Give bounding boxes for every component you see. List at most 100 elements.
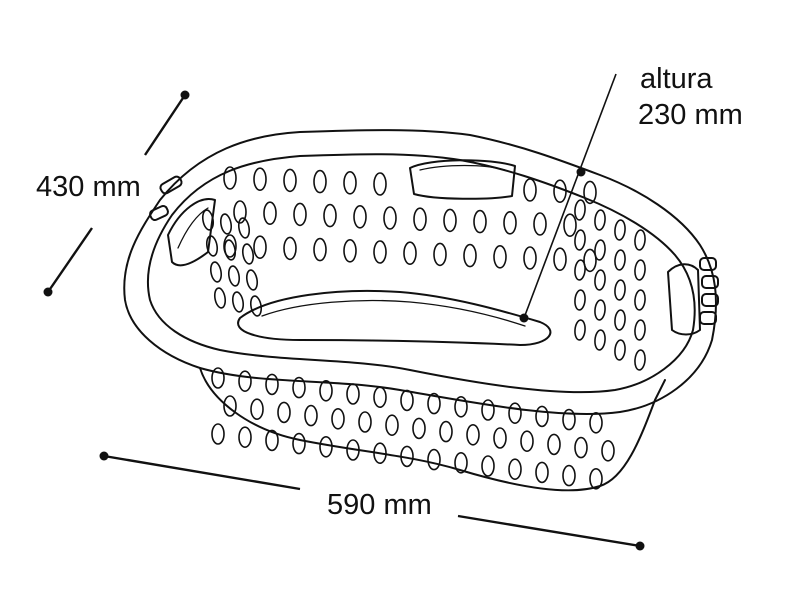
ventilation-hole <box>535 461 549 484</box>
right-rim-grip <box>701 275 719 289</box>
ventilation-hole <box>634 319 646 341</box>
ventilation-hole <box>523 178 537 202</box>
ventilation-hole <box>253 235 267 259</box>
ventilation-hole <box>238 370 252 393</box>
ventilation-hole <box>412 417 426 440</box>
ventilation-hole <box>209 261 223 283</box>
ventilation-hole <box>373 386 387 409</box>
ventilation-holes <box>201 166 646 490</box>
ventilation-hole <box>614 279 626 301</box>
ventilation-hole <box>634 229 646 251</box>
ventilation-hole <box>562 464 576 487</box>
ventilation-hole <box>574 319 586 341</box>
depth-label: 430 mm <box>36 171 141 203</box>
ventilation-hole <box>481 455 495 477</box>
basket-inner-rim <box>146 153 696 394</box>
ventilation-hole <box>223 239 237 261</box>
ventilation-hole <box>547 433 561 456</box>
ventilation-hole <box>473 209 487 234</box>
ventilation-hole <box>508 458 522 481</box>
ventilation-hole <box>223 166 237 190</box>
ventilation-hole <box>523 246 537 270</box>
ventilation-hole <box>237 217 251 239</box>
ventilation-hole <box>574 199 586 221</box>
width-dimension-line-left <box>103 454 301 491</box>
ventilation-hole <box>358 411 372 433</box>
ventilation-hole <box>227 265 241 287</box>
ventilation-hole <box>433 242 447 267</box>
ventilation-hole <box>245 269 259 291</box>
depth-dimension-line-upper <box>144 94 186 156</box>
ventilation-hole <box>535 405 549 428</box>
ventilation-hole <box>574 289 586 311</box>
left-handle <box>167 198 216 267</box>
ventilation-hole <box>313 169 327 194</box>
ventilation-hole <box>594 239 606 261</box>
ventilation-hole <box>594 269 606 291</box>
ventilation-hole <box>343 171 357 195</box>
ventilation-hole <box>583 248 597 273</box>
depth-dimension-line-lower <box>47 227 93 293</box>
left-rim-grip <box>159 175 183 195</box>
ventilation-hole <box>238 426 252 449</box>
right-rim-grip <box>701 293 719 307</box>
ventilation-hole <box>277 401 291 424</box>
ventilation-hole <box>533 212 547 236</box>
ventilation-hole <box>503 211 517 235</box>
ventilation-hole <box>383 206 397 230</box>
ventilation-hole <box>574 436 588 459</box>
ventilation-hole <box>493 427 507 449</box>
ventilation-hole <box>385 414 399 437</box>
ventilation-hole <box>634 259 646 281</box>
ventilation-hole <box>346 383 360 405</box>
height-caption: altura <box>640 63 713 95</box>
width-label: 590 mm <box>327 489 432 521</box>
back-handle <box>409 159 516 200</box>
ventilation-hole <box>466 423 480 446</box>
height-endpoint-top <box>576 167 586 177</box>
ventilation-hole <box>292 376 306 399</box>
laundry-basket-illustration <box>123 129 719 492</box>
ventilation-hole <box>223 234 237 258</box>
ventilation-hole <box>292 432 306 455</box>
ventilation-hole <box>520 430 534 453</box>
height-label: 230 mm <box>638 99 743 131</box>
ventilation-hole <box>241 243 255 265</box>
ventilation-hole <box>574 229 586 251</box>
ventilation-hole <box>594 209 606 231</box>
ventilation-hole <box>614 309 626 331</box>
ventilation-hole <box>583 180 597 205</box>
ventilation-hole <box>323 203 337 228</box>
ventilation-hole <box>614 219 626 241</box>
ventilation-hole <box>553 179 567 203</box>
ventilation-hole <box>454 395 468 418</box>
ventilation-hole <box>454 451 468 474</box>
ventilation-hole <box>403 241 417 265</box>
ventilation-hole <box>614 249 626 271</box>
depth-endpoint-top <box>180 90 190 100</box>
ventilation-hole <box>233 200 247 224</box>
ventilation-hole <box>601 439 615 462</box>
ventilation-hole <box>283 236 297 261</box>
ventilation-hole <box>249 295 263 317</box>
ventilation-hole <box>614 339 626 361</box>
ventilation-hole <box>293 202 307 227</box>
ventilation-hole <box>463 243 477 268</box>
ventilation-hole <box>373 240 387 264</box>
ventilation-hole <box>594 299 606 321</box>
width-dimension-line-right <box>457 514 641 548</box>
width-endpoint-right <box>635 541 645 551</box>
width-endpoint-left <box>99 451 109 461</box>
right-rim-grip <box>699 257 717 271</box>
ventilation-hole <box>263 201 277 225</box>
height-leader-line <box>523 73 617 319</box>
ventilation-hole <box>400 445 414 468</box>
ventilation-hole <box>373 442 387 465</box>
basket-lower-body <box>199 367 666 492</box>
ventilation-hole <box>201 209 215 231</box>
right-handle <box>667 263 701 336</box>
ventilation-hole <box>283 168 297 193</box>
ventilation-hole <box>589 467 603 490</box>
ventilation-hole <box>353 205 367 229</box>
ventilation-hole <box>427 392 441 415</box>
